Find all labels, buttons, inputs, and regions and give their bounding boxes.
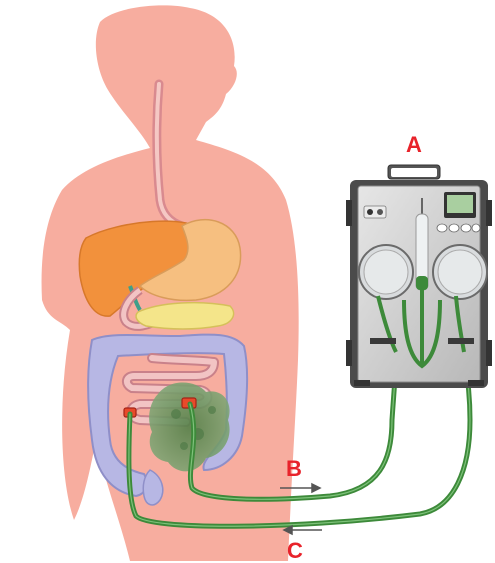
label-a: A	[406, 134, 422, 156]
switches	[364, 206, 386, 218]
label-b: B	[286, 458, 302, 480]
label-c: C	[287, 540, 303, 562]
lcd-display	[444, 192, 476, 218]
tube-arrow-left	[284, 526, 322, 534]
pump-device	[346, 165, 492, 388]
